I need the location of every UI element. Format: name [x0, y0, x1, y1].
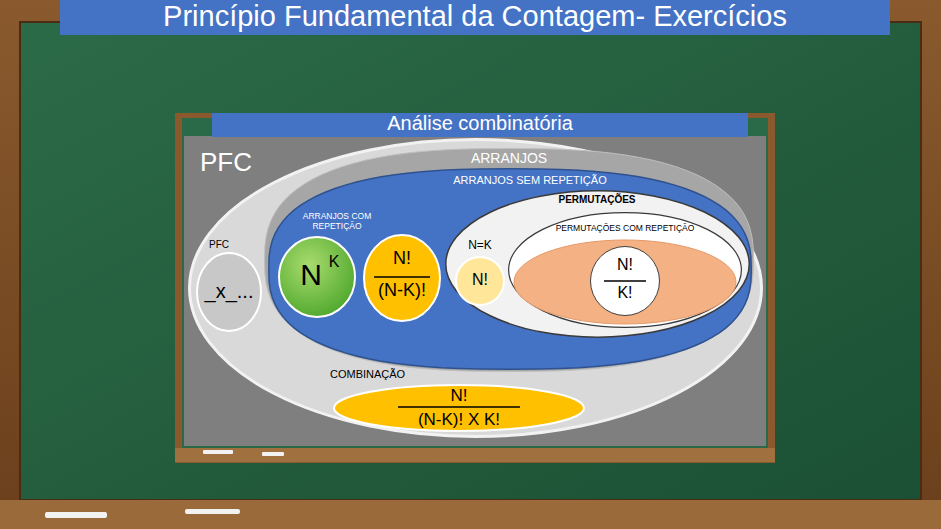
fraction-bar — [374, 276, 430, 278]
circle-label: ARRANJOS COM REPETIÇÃO — [293, 212, 381, 232]
arranjos-region: ARRANJOS ARRANJOS SEM REPETIÇÃO ARRANJOS C… — [264, 148, 754, 372]
inner-ledge — [175, 448, 775, 462]
arranjo-formula-circle: N! (N-K)! — [363, 234, 441, 322]
green-board — [20, 22, 921, 500]
inner-ellipse — [514, 240, 736, 324]
ellipse-label: COMBINAÇÃO — [330, 368, 405, 381]
formula-base: N — [300, 258, 322, 293]
circle-label: PFC — [209, 239, 229, 251]
formula-denominator: (N-K)! X K! — [418, 410, 500, 430]
permutacoes-region-shape — [446, 191, 750, 338]
section-bar-shape — [212, 113, 748, 137]
permutacoes-region: PERMUTAÇÕESN=KN!PERMUTAÇÕES COM REPETIÇÃ… — [445, 190, 750, 338]
chalk-piece — [45, 512, 107, 518]
region-heading: ARRANJOS — [471, 150, 547, 166]
chalk-piece — [262, 452, 284, 456]
permutacao-repeticao-circle: N! K! — [590, 246, 660, 316]
pfc-circle-shape — [197, 253, 261, 331]
fraction-bar — [604, 280, 646, 282]
formula-numerator: N! — [393, 248, 411, 269]
page-title: Princípio Fundamental da Contagem- Exerc… — [163, 0, 787, 33]
section-bar: Análise combinatória — [212, 113, 748, 137]
inner-board — [182, 118, 768, 448]
region-heading: PERMUTAÇÕES — [558, 194, 635, 206]
formula-numerator: N! — [451, 386, 468, 406]
fraction-bar — [398, 406, 520, 408]
section-title: Análise combinatória — [387, 112, 573, 135]
arranjo-formula-circle-shape — [364, 235, 440, 321]
pfc-region-shape — [190, 140, 762, 437]
region-heading: ARRANJOS SEM REPETIÇÃO — [453, 174, 606, 187]
chalk-ledge — [0, 500, 941, 529]
grey-panel — [184, 136, 766, 446]
arranjos-region-shape — [265, 149, 754, 372]
permutacao-repeticao-circle-shape — [591, 247, 660, 316]
formula-text: _x_... — [205, 280, 254, 303]
circle-label: N=K — [468, 239, 492, 253]
pfc-region: PFC PFC _x_... ARRANJOS ARRANJOS SEM REPETIÇ… — [188, 138, 763, 438]
formula-numerator: N! — [617, 256, 633, 274]
formula-denominator: K! — [617, 284, 632, 302]
arranjos-com-repeticao-circle-shape — [279, 237, 355, 317]
region-heading: PFC — [200, 148, 252, 178]
chalk-piece — [203, 450, 233, 454]
arranjo-formula-circle-outline — [363, 234, 441, 322]
inner-frame — [175, 113, 775, 463]
formula-text: N! — [472, 271, 488, 289]
permutacao-circle-shape — [456, 257, 504, 305]
region-heading: PERMUTAÇÕES COM REPETIÇÃO — [556, 224, 695, 234]
combinacao-ellipse-shape — [334, 385, 584, 431]
permutacao-circle: N=K N! — [452, 238, 508, 308]
arranjos-sem-repeticao-region-shape — [269, 169, 752, 369]
formula-denominator: (N-K)! — [378, 280, 426, 301]
pfc-circle: PFC _x_... — [196, 238, 262, 334]
chalk-piece — [185, 509, 240, 514]
permutacoes-com-repeticao-region-shape — [509, 213, 742, 328]
combinacao-ellipse: COMBINAÇÃO N! (N-K)! X K! — [330, 368, 588, 432]
permutacoes-com-repeticao-region: PERMUTAÇÕES COM REPETIÇÃO N! K! — [508, 212, 742, 328]
formula-exponent: K — [329, 253, 340, 271]
arranjos-sem-repeticao-region: ARRANJOS SEM REPETIÇÃO ARRANJOS COM REPET… — [268, 168, 752, 370]
title-bar — [60, 0, 890, 35]
